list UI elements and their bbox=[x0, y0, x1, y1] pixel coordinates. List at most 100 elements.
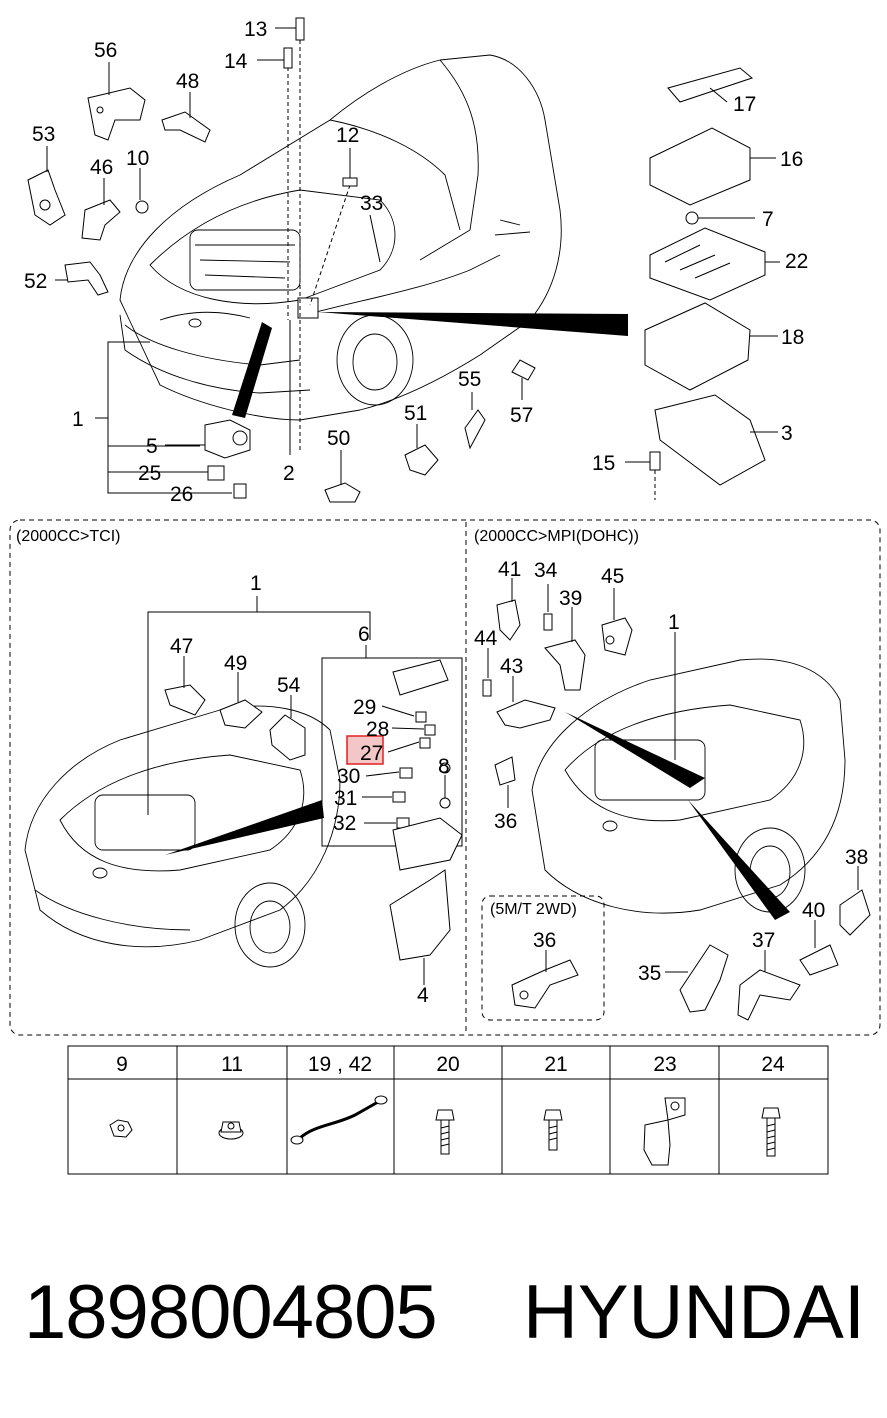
bracket-3 bbox=[654, 394, 766, 486]
tci-leader-lines bbox=[183, 656, 446, 985]
callout-56: 56 bbox=[94, 39, 117, 62]
legend-header-5: 21 bbox=[544, 1053, 567, 1076]
callout-5: 5 bbox=[146, 435, 158, 458]
callout-18: 18 bbox=[781, 326, 804, 349]
callout-36-5mt: 36 bbox=[533, 929, 556, 952]
callout-25: 25 bbox=[138, 462, 161, 485]
relay-box-group-6 bbox=[321, 657, 463, 847]
callout-35: 35 bbox=[638, 962, 661, 985]
variant-title-mpi: (2000CC>MPI(DOHC)) bbox=[474, 528, 639, 545]
clip-icon bbox=[643, 1097, 686, 1166]
bolt-44 bbox=[482, 679, 492, 697]
legend-header-6: 23 bbox=[653, 1053, 676, 1076]
bracket-55 bbox=[464, 409, 486, 450]
bracket-48 bbox=[161, 111, 211, 143]
callout-52: 52 bbox=[24, 270, 47, 293]
callout-57: 57 bbox=[510, 404, 533, 427]
variant-frame bbox=[9, 519, 881, 1036]
callout-7: 7 bbox=[762, 208, 774, 231]
legend-header-3: 19 , 42 bbox=[308, 1053, 372, 1076]
callout-36-mpi: 36 bbox=[494, 810, 517, 833]
callout-30: 30 bbox=[337, 765, 360, 788]
callout-31: 31 bbox=[334, 787, 357, 810]
top-callouts: 13 14 56 48 53 10 46 12 33 52 1 5 25 26 … bbox=[24, 18, 808, 506]
subvariant-frame bbox=[481, 895, 605, 1021]
bracket-52 bbox=[64, 261, 109, 296]
bracket-49 bbox=[219, 699, 263, 729]
callout-3: 3 bbox=[781, 422, 793, 445]
cover-16 bbox=[649, 127, 751, 206]
callout-34: 34 bbox=[534, 559, 558, 582]
callout-1-mpi: 1 bbox=[668, 611, 680, 634]
bolt-icon-21 bbox=[543, 1109, 563, 1151]
callout-12: 12 bbox=[336, 124, 359, 147]
callout-50: 50 bbox=[327, 427, 350, 450]
brand-name: HYUNDAI bbox=[522, 1270, 865, 1355]
fuse-box-tci bbox=[392, 817, 463, 871]
bolt-icon-24 bbox=[761, 1107, 781, 1157]
mpi-harness-arrow-1 bbox=[565, 712, 705, 788]
harness-arrow-right bbox=[318, 312, 628, 336]
callout-41: 41 bbox=[498, 558, 521, 581]
fuse-box-22 bbox=[649, 227, 766, 301]
bracket-45 bbox=[601, 617, 633, 656]
cover-6 bbox=[392, 659, 449, 696]
callout-6: 6 bbox=[358, 623, 370, 646]
bracket-36-5mt bbox=[511, 959, 579, 1009]
bracket-50 bbox=[324, 482, 361, 503]
callout-14: 14 bbox=[224, 50, 248, 73]
top-car-illustration bbox=[119, 54, 562, 421]
callout-53: 53 bbox=[32, 123, 55, 146]
top-leader-lines bbox=[46, 27, 780, 494]
bolt-icon-20 bbox=[435, 1109, 455, 1155]
relay-26 bbox=[233, 483, 247, 499]
bracket-56 bbox=[87, 87, 146, 141]
fastener-legend: 9 11 19 , 42 20 21 23 24 bbox=[67, 1045, 829, 1175]
part-40 bbox=[799, 944, 839, 976]
part-footer: 1898004805 HYUNDAI bbox=[0, 1268, 887, 1358]
tci-callouts: 1 6 47 49 54 29 28 27 30 31 32 8 4 bbox=[170, 572, 450, 1007]
bracket-4 bbox=[389, 869, 451, 961]
callout-33: 33 bbox=[360, 192, 383, 215]
legend-header-7: 24 bbox=[761, 1053, 785, 1076]
callout-8: 8 bbox=[438, 755, 450, 778]
callout-1-tci: 1 bbox=[250, 572, 262, 595]
cover-17 bbox=[667, 67, 754, 103]
nut-icon bbox=[109, 1119, 133, 1138]
callout-38: 38 bbox=[845, 846, 868, 869]
callout-39: 39 bbox=[559, 587, 582, 610]
callout-29: 29 bbox=[353, 696, 376, 719]
bracket-46 bbox=[81, 199, 121, 241]
legend-header-2: 11 bbox=[221, 1053, 243, 1076]
mpi-leader-lines bbox=[487, 578, 859, 973]
highlight-box bbox=[346, 735, 384, 765]
callout-51: 51 bbox=[404, 402, 427, 425]
nut-7 bbox=[685, 211, 699, 225]
callout-16: 16 bbox=[780, 148, 803, 171]
mpi-harness-arrow-2 bbox=[688, 800, 790, 920]
ground-strap-icon bbox=[290, 1095, 388, 1145]
callout-47: 47 bbox=[170, 635, 193, 658]
relay-5 bbox=[204, 419, 251, 459]
callout-22: 22 bbox=[785, 250, 808, 273]
bracket-53 bbox=[27, 169, 66, 226]
mpi-car-illustration bbox=[531, 658, 846, 914]
harness-arrow-down bbox=[232, 322, 272, 418]
relay-25 bbox=[207, 465, 225, 481]
callout-26: 26 bbox=[170, 483, 193, 506]
bracket-39 bbox=[544, 639, 586, 691]
callout-4: 4 bbox=[417, 984, 429, 1007]
callout-48: 48 bbox=[176, 70, 199, 93]
callout-2: 2 bbox=[283, 462, 295, 485]
lower-case-18 bbox=[644, 302, 751, 391]
tci-harness-arrow bbox=[165, 800, 324, 855]
flange-nut-icon bbox=[218, 1121, 244, 1140]
variant-title-tci: (2000CC>TCI) bbox=[16, 528, 120, 545]
callout-37: 37 bbox=[752, 929, 775, 952]
callout-1-top: 1 bbox=[72, 408, 84, 431]
part-number: 1898004805 bbox=[24, 1270, 438, 1355]
nut-10 bbox=[135, 200, 149, 214]
callout-43: 43 bbox=[500, 655, 523, 678]
harness-37 bbox=[737, 969, 801, 1021]
callout-27: 27 bbox=[360, 742, 383, 765]
